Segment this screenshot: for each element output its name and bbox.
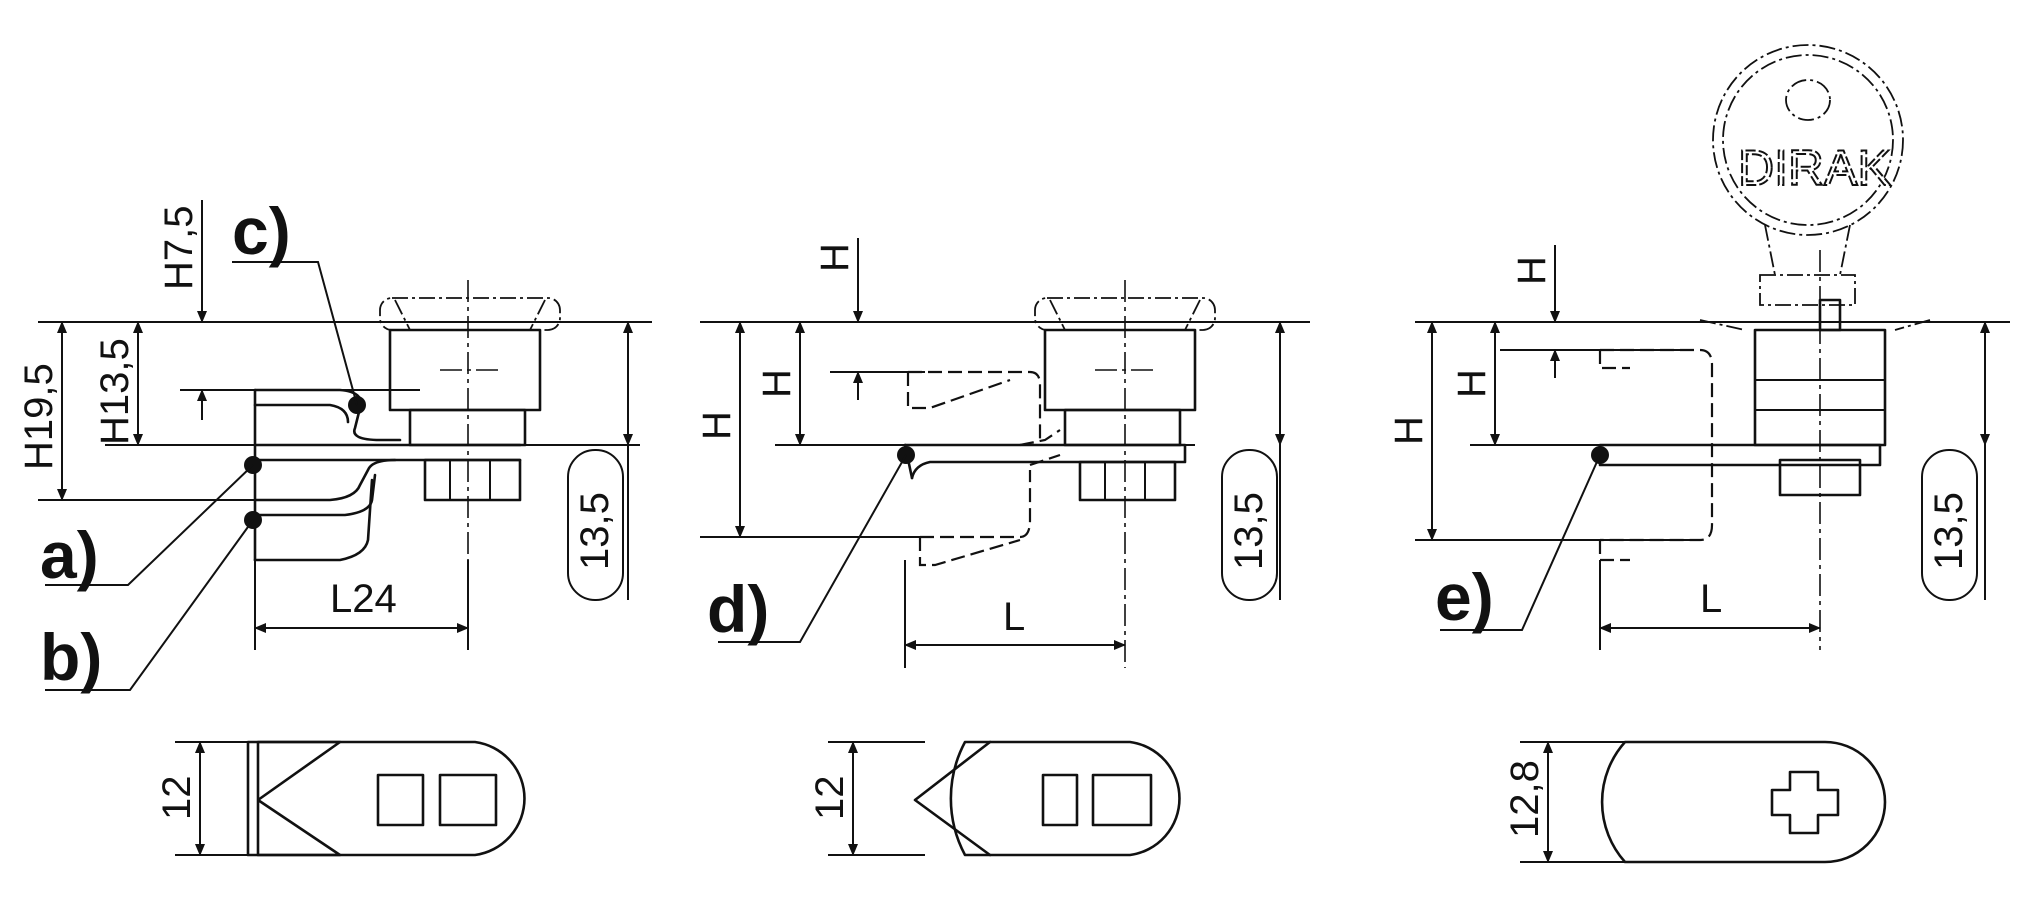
key-brand-dirak: DIRAK: [1738, 140, 1891, 196]
dim-width-12-d: 12: [808, 776, 852, 821]
label-e: e): [1435, 560, 1494, 634]
dim-h-large-e: H: [1387, 416, 1431, 445]
dim-h-large-d: H: [695, 411, 739, 440]
dim-width-12-8: 12,8: [1503, 760, 1547, 838]
label-c: c): [232, 194, 291, 268]
dim-width-12-a: 12: [155, 776, 199, 821]
dim-l24: L24: [330, 577, 397, 621]
label-b: b): [40, 620, 102, 694]
dim-thickness-1: 13,5: [573, 492, 617, 570]
dim-h-mid-d: H: [755, 369, 799, 398]
dim-h7-5: H7,5: [157, 206, 201, 291]
view-cams-a-b-c: H19,5 H13,5 H7,5 L24: [17, 194, 652, 857]
dim-h13-5: H13,5: [93, 338, 137, 445]
label-a: a): [40, 518, 99, 592]
view-cam-e-with-key: H H H DIRAK L 13: [1387, 44, 2010, 864]
dim-l-e: L: [1700, 577, 1722, 621]
dim-h-top-d: H: [813, 243, 857, 272]
dim-h19-5: H19,5: [17, 363, 61, 470]
dim-h-mid-e: H: [1450, 369, 1494, 398]
dim-thickness-2: 13,5: [1227, 492, 1271, 570]
dim-h-top-e: H: [1510, 256, 1554, 285]
dim-l-d: L: [1003, 595, 1025, 639]
label-d: d): [707, 572, 769, 646]
dim-thickness-3: 13,5: [1927, 492, 1971, 570]
view-cam-d: H H H L 13,5: [695, 238, 1310, 857]
